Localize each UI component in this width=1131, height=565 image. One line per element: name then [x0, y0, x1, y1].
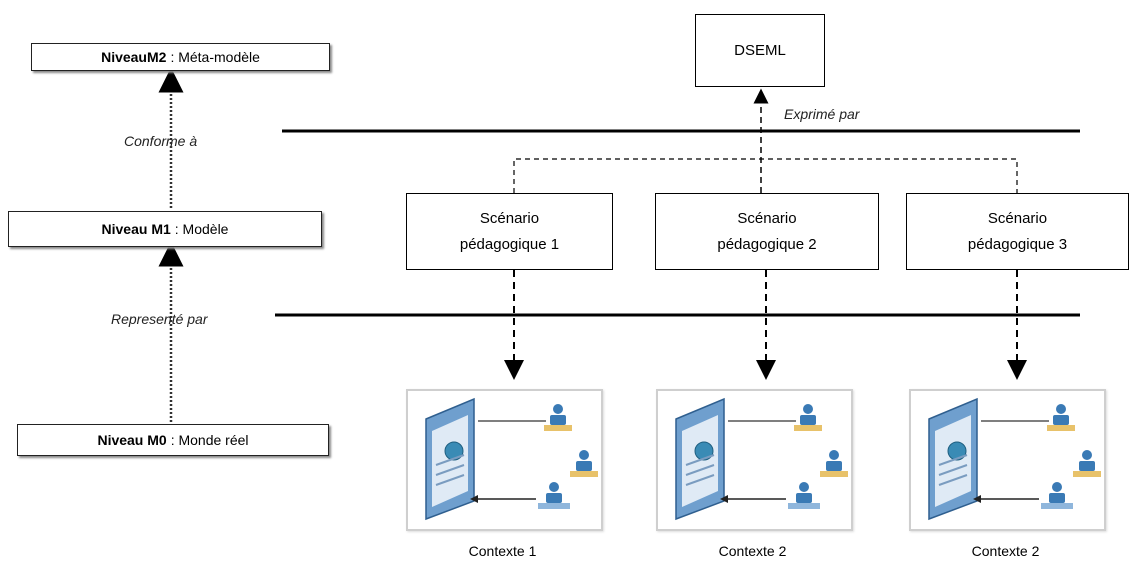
- context-1-label: Contexte 1: [468, 543, 537, 559]
- scenario-3-line2: pédagogique 3: [967, 235, 1068, 253]
- level-m0-box: Niveau M0 : Monde réel: [17, 424, 329, 456]
- level-m2-label: : Méta-modèle: [170, 49, 260, 65]
- scenario-3-line1: Scénario: [987, 209, 1048, 227]
- scenario-box-1: Scénario pédagogique 1: [406, 193, 613, 270]
- level-m0-title: Niveau M0: [97, 432, 167, 448]
- dseml-label: DSEML: [734, 41, 786, 59]
- scenario-1-line2: pédagogique 1: [459, 235, 560, 253]
- dseml-box: DSEML: [695, 14, 825, 87]
- scenario-bracket: [513, 158, 1018, 193]
- context-illustration-2: [656, 389, 853, 531]
- scenario-box-2: Scénario pédagogique 2: [655, 193, 879, 270]
- classroom-icon: [425, 397, 598, 521]
- classroom-icon: [928, 397, 1101, 521]
- represente-label: Representé par: [111, 311, 208, 327]
- conforme-label: Conforme à: [124, 133, 198, 149]
- scenario-1-line1: Scénario: [479, 209, 540, 227]
- level-m1-label: : Modèle: [174, 221, 229, 237]
- scenario-2-line2: pédagogique 2: [717, 235, 817, 253]
- level-m1-title: Niveau M1: [101, 221, 171, 237]
- context-2-label: Contexte 2: [718, 543, 787, 559]
- context-3-label: Contexte 2: [971, 543, 1040, 559]
- context-illustration-1: [406, 389, 603, 531]
- exprime-label: Exprimé par: [784, 106, 860, 122]
- scenario-box-3: Scénario pédagogique 3: [906, 193, 1129, 270]
- context-illustration-3: [909, 389, 1106, 531]
- level-m1-box: Niveau M1 : Modèle: [8, 211, 322, 247]
- level-m2-box: NiveauM2 : Méta-modèle: [31, 43, 330, 71]
- level-m2-title: NiveauM2: [101, 49, 167, 65]
- classroom-icon: [675, 397, 848, 521]
- level-m0-label: : Monde réel: [170, 432, 249, 448]
- scenario-2-line1: Scénario: [737, 209, 797, 227]
